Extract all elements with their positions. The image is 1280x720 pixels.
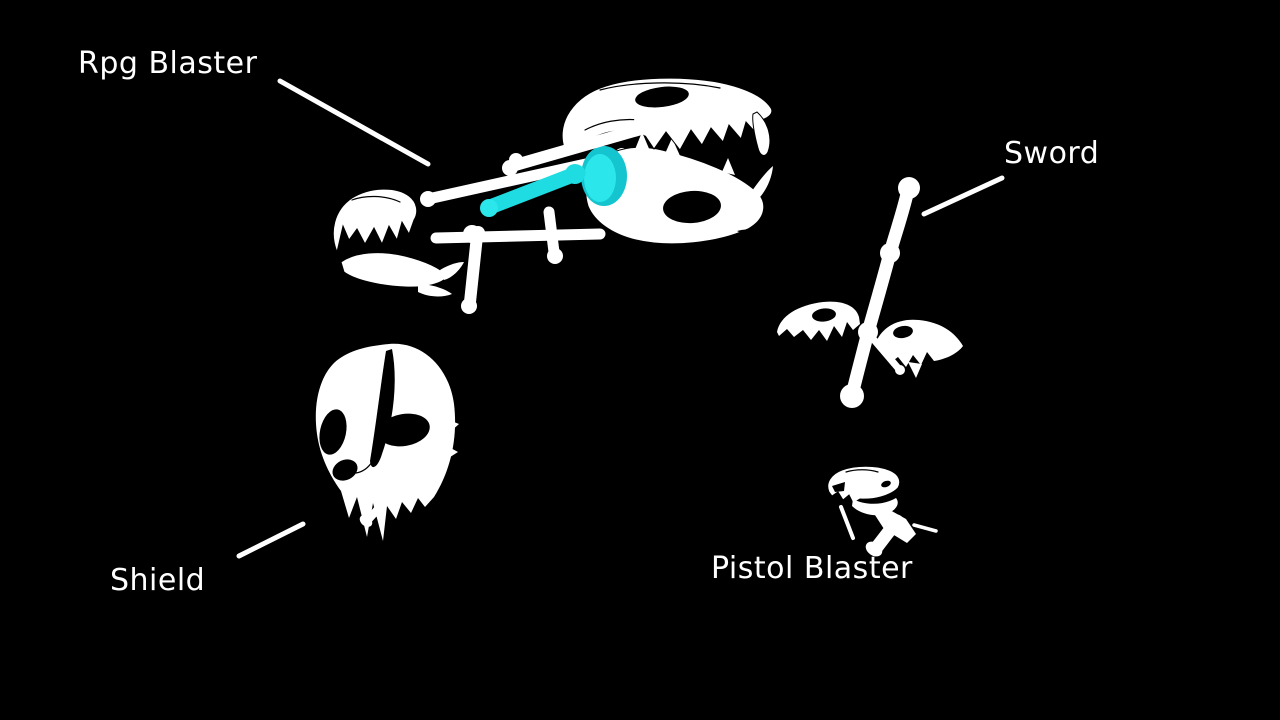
pistol-skull [827, 465, 901, 504]
sword-shaft [840, 177, 920, 408]
cranium-hole [635, 86, 689, 108]
leader-line-sword [921, 175, 1005, 217]
shield-spike [449, 420, 459, 432]
label-shield: Shield [110, 563, 206, 598]
shield-model[interactable] [315, 343, 459, 541]
label-pistol-blaster: Pistol Blaster [711, 551, 913, 586]
top-bone [502, 114, 657, 176]
pistol-side-rod [839, 505, 855, 540]
leader-line-shield [236, 521, 306, 559]
pistol-blaster-model[interactable] [827, 465, 938, 559]
leader-line-rpg-blaster [277, 78, 431, 167]
crossguard-jawbones [777, 301, 963, 378]
stock-skull [332, 188, 464, 297]
shield-left-eye [319, 409, 347, 455]
skull-fang [752, 111, 771, 156]
sword-model[interactable] [777, 177, 963, 408]
pistol-barrel-rod [912, 523, 938, 533]
shield-spike [447, 446, 458, 459]
shield-slit [370, 349, 395, 468]
rpg-blaster-model[interactable] [332, 77, 773, 314]
skull-cranium [561, 77, 773, 156]
pistol-grip [865, 514, 904, 557]
skull-lower-jaw [585, 132, 773, 245]
energy-core [480, 146, 627, 217]
leader-lines [236, 78, 1005, 559]
shield-right-eye [378, 413, 430, 447]
label-rpg-blaster: Rpg Blaster [78, 46, 258, 81]
label-sword: Sword [1004, 136, 1100, 171]
shield-nose-hole [332, 459, 358, 481]
